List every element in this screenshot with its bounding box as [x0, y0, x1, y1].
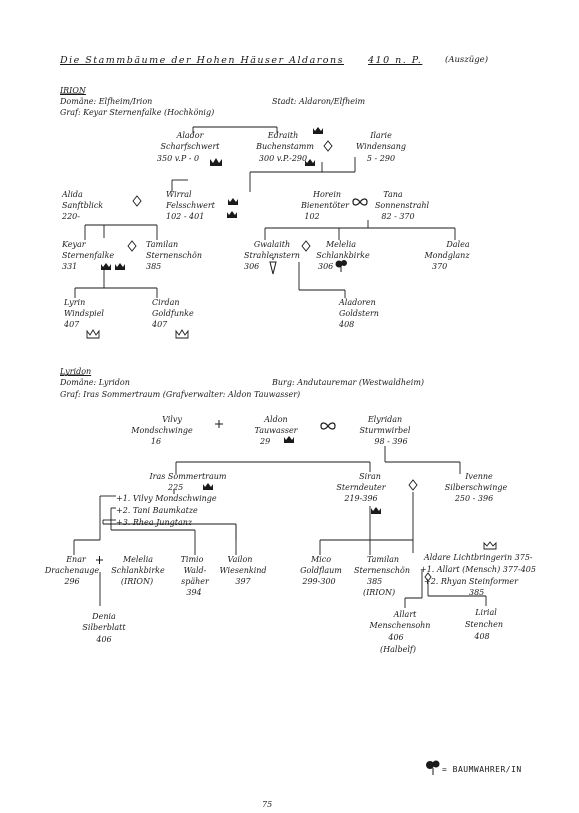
- house-irion-domain: Domäne: Elfheim/Irion: [60, 97, 153, 106]
- crown-icon: [210, 158, 222, 166]
- diamond-icon: [424, 572, 432, 582]
- crown-icon: [313, 127, 323, 134]
- house-lyridon-count: Graf: Iras Sommertraum (Grafverwalter: A…: [60, 390, 301, 399]
- diamond-icon: [301, 240, 311, 252]
- house-lyridon-name: Lyridon: [60, 367, 92, 376]
- document-year: 410 n. P.: [368, 55, 423, 66]
- infinity-icon: [320, 422, 336, 430]
- plus-icon: [96, 556, 103, 564]
- document-note: (Auszüge): [445, 55, 489, 65]
- crown-outline-icon: [86, 329, 100, 339]
- crown-icon: [305, 159, 315, 166]
- house-lyridon-castle: Burg: Andutauremar (Westwaldheim): [272, 378, 425, 387]
- house-irion-city: Stadt: Aldaron/Elfheim: [272, 97, 366, 106]
- diamond-icon: [408, 479, 418, 491]
- diamond-icon: [132, 195, 142, 207]
- crown-icon: [371, 507, 381, 514]
- tree-icon: [426, 761, 434, 769]
- crown-icon: [227, 211, 237, 218]
- crown-icon: [203, 483, 213, 490]
- sword-icon: [269, 257, 277, 275]
- crown-outline-icon: [175, 329, 189, 339]
- diamond-icon: [127, 240, 137, 252]
- crown-icon: [115, 263, 125, 270]
- house-lyridon-domain: Domäne: Lyridon: [60, 378, 130, 387]
- house-irion-name: IRION: [60, 86, 86, 95]
- diamond-icon: [323, 140, 333, 152]
- crown-icon: [228, 198, 238, 205]
- crown-icon: [101, 263, 111, 270]
- document-title: Die Stammbäume der Hohen Häuser Aldarons: [60, 55, 344, 66]
- house-irion-count: Graf: Keyar Sternenfalke (Hochkönig): [60, 108, 215, 117]
- crown-outline-icon: [483, 541, 497, 550]
- legend-label: = BAUMWAHRER/IN: [442, 765, 522, 774]
- page-number: 75: [262, 800, 273, 809]
- crown-icon: [284, 436, 294, 443]
- plus-icon: [215, 420, 223, 428]
- infinity-icon: [352, 198, 368, 206]
